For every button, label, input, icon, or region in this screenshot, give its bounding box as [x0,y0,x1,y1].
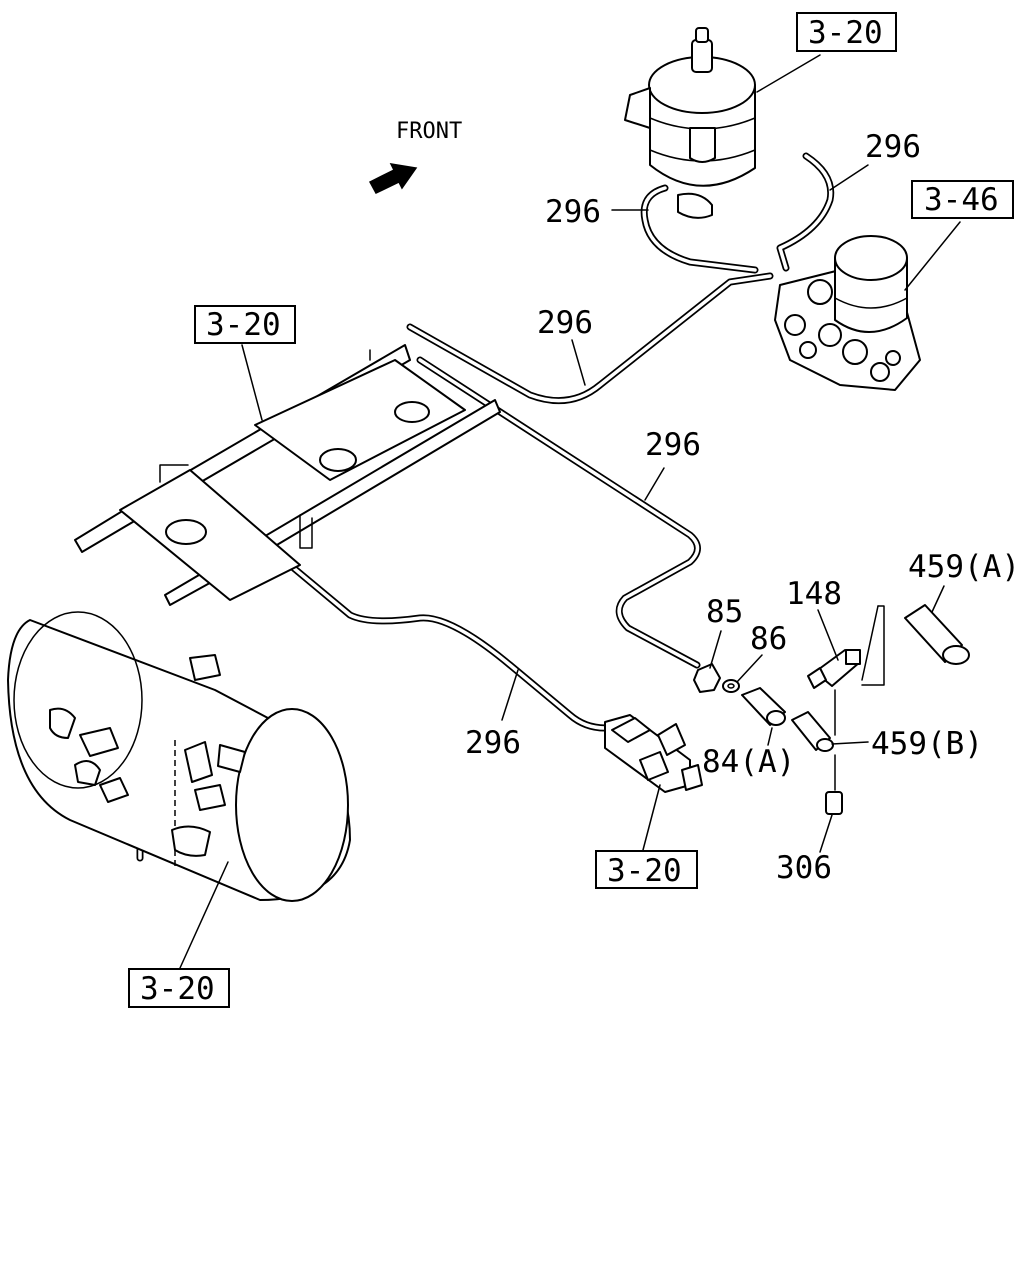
front-label: FRONT [396,119,462,144]
ref-box-valve[interactable]: 3-20 [595,850,698,889]
front-arrow-icon [368,163,418,194]
front-indicator: FRONT [368,119,462,194]
ref-label-dryer: 3-46 [924,182,999,218]
frame-crossmember [74,344,501,606]
part-label-switch-a[interactable]: 459(A) [908,549,1020,585]
fittings [693,604,970,815]
part-label-washer[interactable]: 86 [750,621,787,657]
part-label-pipe-mid[interactable]: 296 [537,305,593,341]
part-label-plug[interactable]: 306 [776,850,832,886]
ref-box-dryer[interactable]: 3-46 [911,180,1014,219]
valve-block [604,714,703,793]
part-label-pipe-lower[interactable]: 296 [465,725,521,761]
ref-box-tank-top[interactable]: 3-20 [796,12,897,52]
ref-label-frame: 3-20 [206,307,281,343]
air-dryer [774,235,921,391]
part-label-switch-b[interactable]: 459(B) [871,726,983,762]
part-label-pipe-top-right[interactable]: 296 [865,129,921,165]
ref-label-valve: 3-20 [607,853,682,889]
part-label-nut[interactable]: 85 [706,594,743,630]
part-label-connector[interactable]: 84(A) [702,744,795,780]
ref-label-tank-top: 3-20 [808,15,883,51]
ref-label-tank-bottom: 3-20 [140,971,215,1007]
upper-air-tank [624,27,756,219]
part-label-pipe-right[interactable]: 296 [645,427,701,463]
ref-box-frame[interactable]: 3-20 [194,305,296,344]
ref-box-tank-bottom[interactable]: 3-20 [128,968,230,1008]
part-label-tee[interactable]: 148 [786,576,842,612]
lower-air-tank [7,611,351,902]
part-label-pipe-top-left[interactable]: 296 [545,194,601,230]
part-labels: 296 296 296 296 459(A) 148 85 86 296 459… [465,129,1020,886]
leader-lines [179,54,961,969]
